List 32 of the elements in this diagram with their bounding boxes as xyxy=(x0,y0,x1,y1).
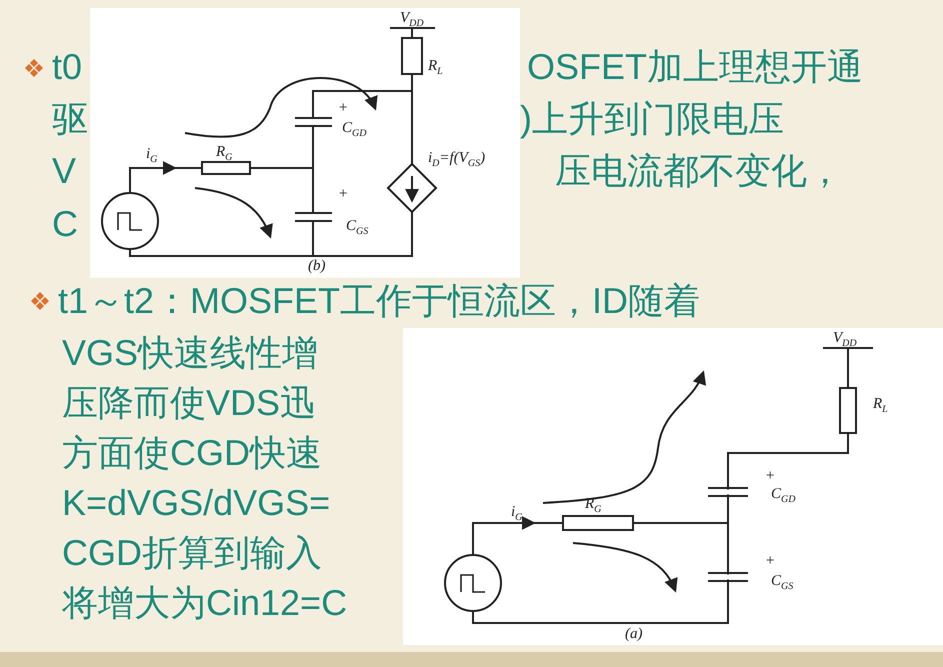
bullet-text: 压降而使VDS迅 xyxy=(62,382,316,424)
component-label: R$_{L}$ xyxy=(873,396,888,417)
component-label: V$_{DD}$ xyxy=(400,10,424,31)
component-label: C$_{GS}$ xyxy=(771,573,794,594)
bullet-text: 驱 xyxy=(52,98,88,140)
component-label: + xyxy=(765,468,776,484)
component-label: V$_{DD}$ xyxy=(833,330,857,351)
figure-caption: (a) xyxy=(625,626,642,642)
bullet-text: t1～t2：MOSFET工作于恒流区，ID随着 xyxy=(58,280,700,322)
component-label: R$_{G}$ xyxy=(216,144,232,165)
bullet-text: K=dVGS/dVGS= xyxy=(62,482,330,524)
bullet-text: VGS快速线性增 xyxy=(62,332,318,374)
component-label: + xyxy=(765,553,776,569)
component-label: i$_{D}$=f(V$_{GS}$) xyxy=(428,150,486,171)
bullet-text: V xyxy=(52,150,76,192)
figure-caption: (b) xyxy=(308,258,326,274)
bullet-text: C xyxy=(52,203,78,245)
bullet-text: OSFET加上理想开通 xyxy=(527,46,864,88)
bullet-text: CGD折算到输入 xyxy=(62,532,322,574)
bullet-text: )上升到门限电压 xyxy=(520,98,784,140)
bullet-text: 将增大为Cin12=C xyxy=(62,582,348,624)
component-label: i$_{G}$ xyxy=(146,146,158,167)
component-label: i$_{G}$ xyxy=(511,504,522,525)
bullet-text: 方面使CGD快速 xyxy=(62,432,322,474)
component-label: C$_{GS}$ xyxy=(346,218,368,239)
component-label: + xyxy=(338,186,348,202)
component-label: R$_{L}$ xyxy=(428,58,443,79)
component-label: + xyxy=(338,100,348,116)
bullet-text: 压电流都不变化， xyxy=(555,150,843,192)
bullet-text: t0 xyxy=(52,46,82,88)
component-label: C$_{GD}$ xyxy=(771,486,796,507)
component-label: C$_{GD}$ xyxy=(342,120,366,141)
